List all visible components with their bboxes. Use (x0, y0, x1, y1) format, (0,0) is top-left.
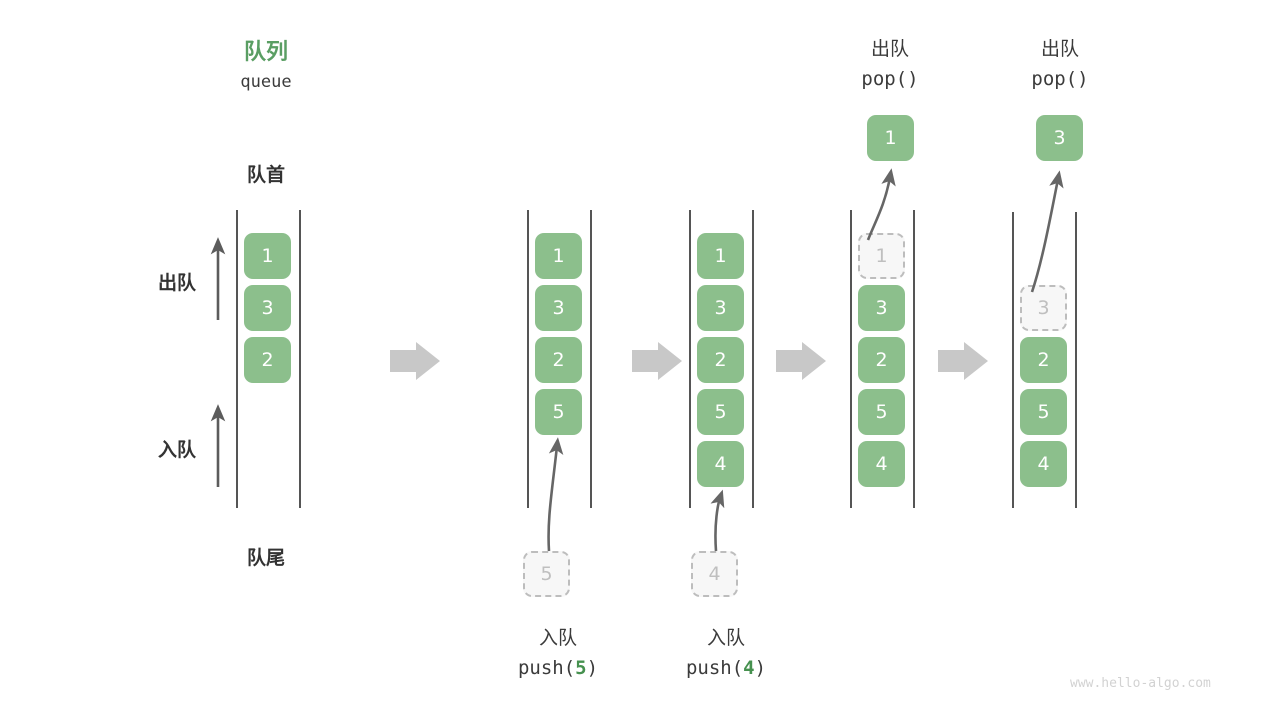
push-code-prefix: push( (517, 657, 576, 679)
queue-cell-ghost: 1 (858, 233, 905, 279)
queue-title-cn: 队列 (243, 40, 288, 65)
queue-cell: 1 (697, 233, 744, 279)
queue-title-en: queue (240, 72, 292, 92)
queue-rail-right-col5 (1075, 212, 1077, 508)
queue-cell: 2 (858, 337, 905, 383)
queue-cell: 1 (244, 233, 291, 279)
queue-cell: 2 (244, 337, 291, 383)
watermark: www.hello-algo.com (1070, 676, 1211, 691)
incoming-ghost-cell: 4 (691, 551, 738, 597)
flow-arrow-step-3-to-4 (776, 342, 826, 380)
push-label-cn-col3: 入队 (706, 627, 745, 649)
push-code-suffix: ) (586, 657, 599, 679)
queue-rail-left-col3 (689, 210, 691, 508)
pop-label-cn-col5: 出队 (1040, 38, 1079, 60)
popped-cell: 1 (867, 115, 914, 161)
front-label: 队首 (246, 164, 285, 186)
dequeue-direction-label: 出队 (157, 272, 196, 294)
queue-rail-left-col4 (850, 210, 852, 508)
flow-arrow-step-4-to-5 (938, 342, 988, 380)
queue-cell: 1 (535, 233, 582, 279)
push-code-prefix: push( (685, 657, 744, 679)
push-label-code-col2: push(5) (478, 657, 638, 679)
queue-rail-left-col5 (1012, 212, 1014, 508)
queue-cell: 4 (697, 441, 744, 487)
queue-rail-right-col4 (913, 210, 915, 508)
pop-arrow-col5 (1030, 170, 1064, 293)
queue-cell: 2 (697, 337, 744, 383)
queue-cell: 5 (697, 389, 744, 435)
queue-cell-ghost: 3 (1020, 285, 1067, 331)
queue-cell: 3 (697, 285, 744, 331)
push-arrow-col2 (547, 437, 564, 552)
queue-cell: 3 (244, 285, 291, 331)
push-code-number: 5 (575, 657, 587, 679)
pop-label-cn-col4: 出队 (870, 38, 909, 60)
pop-label-code-col5: pop() (1031, 68, 1089, 90)
pop-arrow-col4 (866, 168, 896, 241)
push-code-number: 4 (743, 657, 755, 679)
queue-cell: 2 (535, 337, 582, 383)
queue-cell: 3 (535, 285, 582, 331)
queue-cell: 4 (858, 441, 905, 487)
queue-cell: 5 (1020, 389, 1067, 435)
pop-label-code-col4: pop() (861, 68, 919, 90)
enqueue-direction-label: 入队 (157, 439, 196, 461)
queue-rail-left-col2 (527, 210, 529, 508)
push-arrow-col3 (710, 489, 725, 552)
queue-cell: 5 (858, 389, 905, 435)
push-label-code-col3: push(4) (646, 657, 806, 679)
queue-rail-right-col3 (752, 210, 754, 508)
queue-cell: 3 (858, 285, 905, 331)
incoming-ghost-cell: 5 (523, 551, 570, 597)
queue-rail-right-col1 (299, 210, 301, 508)
queue-cell: 2 (1020, 337, 1067, 383)
push-code-suffix: ) (754, 657, 767, 679)
queue-cell: 5 (535, 389, 582, 435)
queue-rail-right-col2 (590, 210, 592, 508)
queue-rail-left-col1 (236, 210, 238, 508)
queue-cell: 4 (1020, 441, 1067, 487)
popped-cell: 3 (1036, 115, 1083, 161)
rear-label: 队尾 (246, 547, 285, 569)
flow-arrow-step-1-to-2 (390, 342, 440, 380)
push-label-cn-col2: 入队 (538, 627, 577, 649)
flow-arrow-step-2-to-3 (632, 342, 682, 380)
